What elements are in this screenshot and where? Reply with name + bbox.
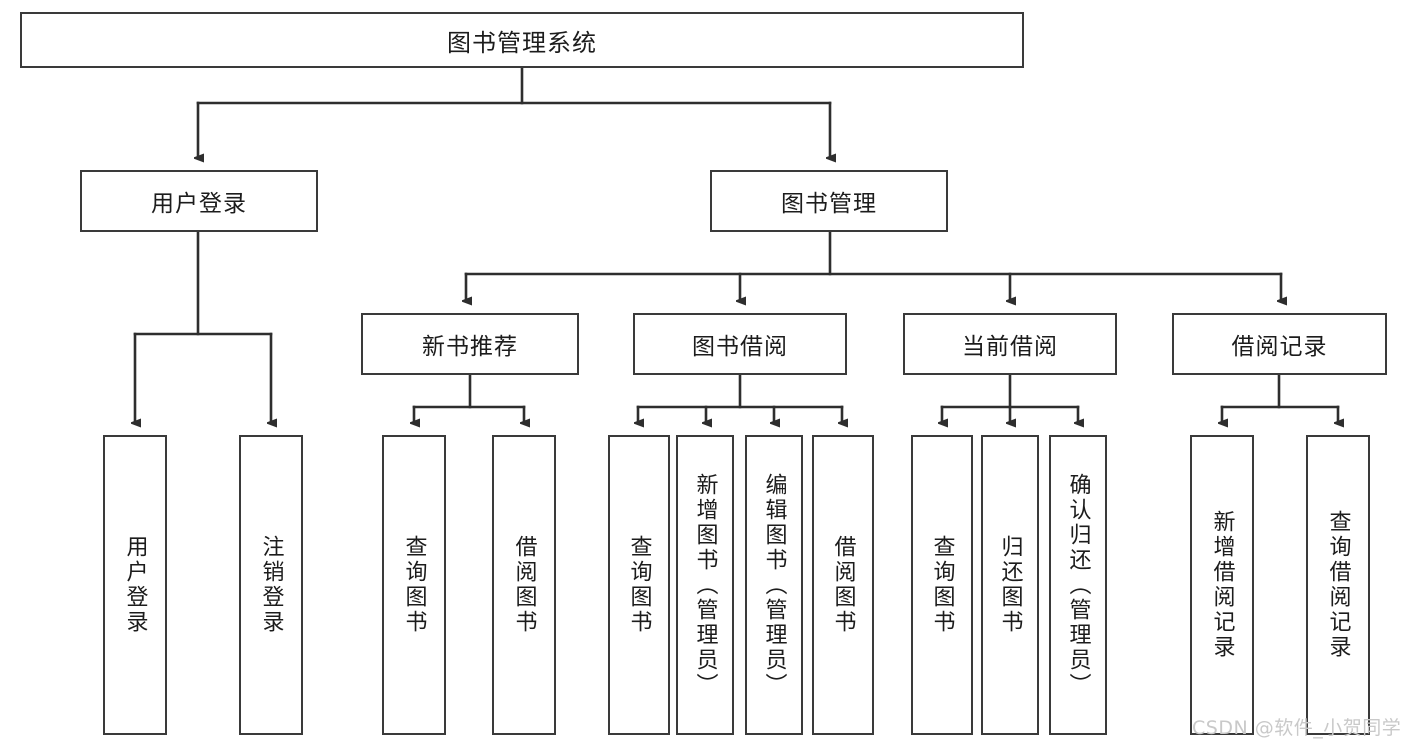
node-label: 确认归还（管理员） [1065,472,1091,698]
node-label: 新增借阅记录 [1209,510,1235,660]
node-borrow-record[interactable]: 借阅记录 [1172,313,1387,375]
node-label: 编辑图书（管理员） [761,472,787,698]
node-user-login[interactable]: 用户登录 [80,170,318,232]
node-label: 借阅图书 [830,535,856,635]
leaf-borrow-book-recommend[interactable]: 借阅图书 [492,435,556,735]
node-label: 借阅记录 [1231,334,1328,360]
node-label: 查询图书 [626,535,652,635]
leaf-query-book-recommend[interactable]: 查询图书 [382,435,446,735]
node-label: 用户登录 [151,191,247,217]
leaf-query-book-borrow[interactable]: 查询图书 [608,435,670,735]
node-label: 归还图书 [997,535,1023,635]
csdn-watermark: CSDN @软件_小贺同学 [1192,717,1402,739]
node-label: 当前借阅 [962,334,1058,360]
node-label: 新增图书（管理员） [692,472,718,698]
node-label: 图书借阅 [692,334,788,360]
node-label: 图书管理系统 [447,28,597,57]
node-current-borrow[interactable]: 当前借阅 [903,313,1117,375]
leaf-return-book[interactable]: 归还图书 [981,435,1039,735]
node-book-management[interactable]: 图书管理 [710,170,948,232]
node-label: 查询借阅记录 [1325,510,1351,660]
node-label: 查询图书 [401,535,427,635]
node-root-system[interactable]: 图书管理系统 [20,12,1024,68]
node-label: 借阅图书 [511,535,537,635]
node-new-book-recommend[interactable]: 新书推荐 [361,313,579,375]
leaf-add-borrow-record[interactable]: 新增借阅记录 [1190,435,1254,735]
leaf-query-borrow-record[interactable]: 查询借阅记录 [1306,435,1370,735]
leaf-logout[interactable]: 注销登录 [239,435,303,735]
leaf-edit-book-admin[interactable]: 编辑图书（管理员） [745,435,803,735]
leaf-user-login[interactable]: 用户登录 [103,435,167,735]
leaf-borrow-book[interactable]: 借阅图书 [812,435,874,735]
leaf-confirm-return-admin[interactable]: 确认归还（管理员） [1049,435,1107,735]
node-label: 注销登录 [258,535,284,635]
node-label: 新书推荐 [422,334,518,360]
node-label: 用户登录 [122,535,148,635]
node-label: 查询图书 [929,535,955,635]
node-label: 图书管理 [781,191,877,217]
leaf-add-book-admin[interactable]: 新增图书（管理员） [676,435,734,735]
leaf-query-book-current[interactable]: 查询图书 [911,435,973,735]
node-book-borrow[interactable]: 图书借阅 [633,313,847,375]
